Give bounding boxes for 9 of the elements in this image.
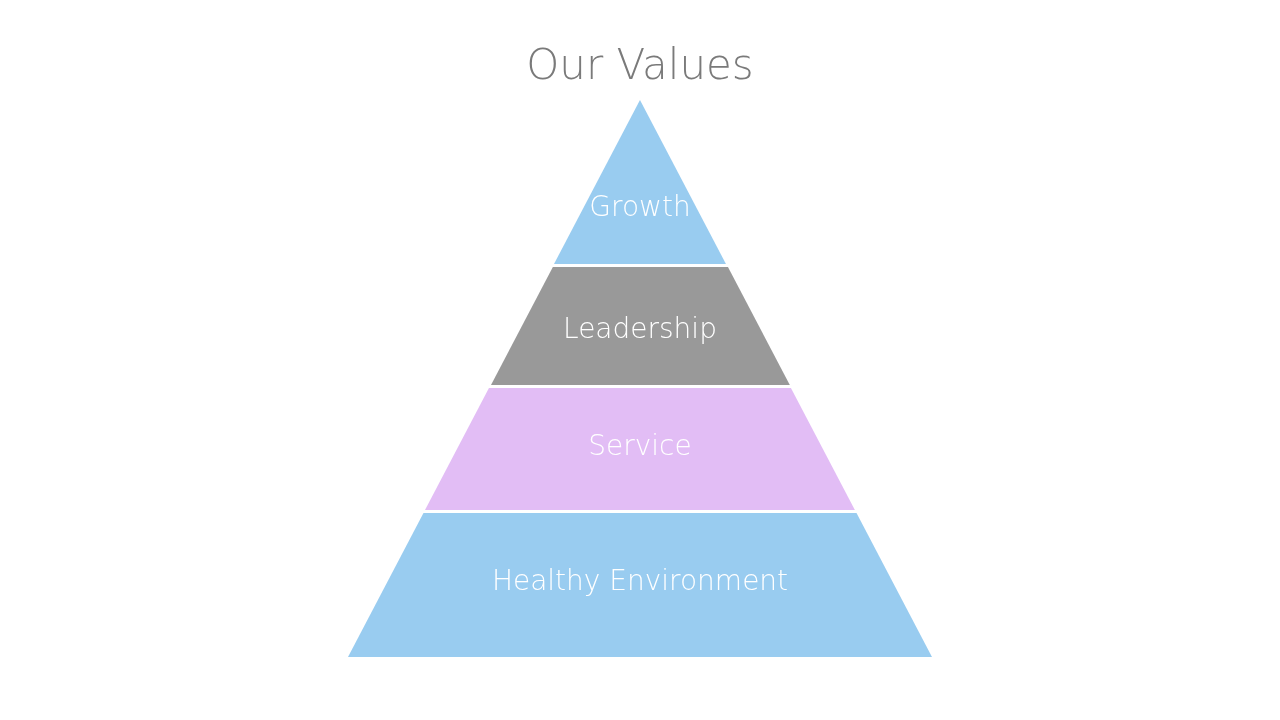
pyramid-tier: [554, 100, 726, 264]
tier-label: Leadership: [563, 312, 717, 345]
title: Our Values: [526, 40, 754, 89]
tier-label: Growth: [589, 190, 691, 223]
pyramid-tier: [425, 388, 855, 510]
tier-label: Healthy Environment: [491, 564, 789, 597]
pyramid-tier: [348, 513, 932, 657]
pyramid-tier: [490, 267, 790, 385]
tier-label: Service: [588, 429, 692, 462]
